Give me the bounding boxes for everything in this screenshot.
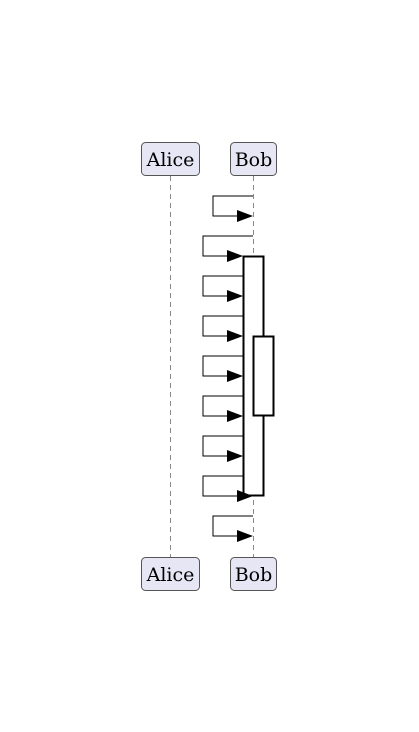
message-3-self: [202, 275, 243, 302]
participant-alice-bottom: Alice: [141, 557, 200, 591]
participant-alice-top-label: Alice: [146, 149, 195, 171]
message-5-self: [202, 355, 243, 382]
message-6-self: [202, 395, 243, 422]
participant-alice-bottom-label: Alice: [146, 564, 195, 586]
participant-bob-top-label: Bob: [235, 149, 273, 171]
participant-bob-bottom-label: Bob: [235, 564, 273, 586]
participant-alice-top: Alice: [141, 142, 200, 176]
participant-bob-top: Bob: [230, 142, 277, 176]
activation-bar-inner: [252, 335, 275, 417]
message-1-self: [212, 195, 253, 222]
participant-bob-bottom: Bob: [230, 557, 277, 591]
message-9-self: [212, 515, 253, 542]
message-7-self: [202, 435, 243, 462]
message-2-self: [202, 235, 253, 262]
message-8-self: [202, 475, 253, 502]
message-4-self: [202, 315, 243, 342]
